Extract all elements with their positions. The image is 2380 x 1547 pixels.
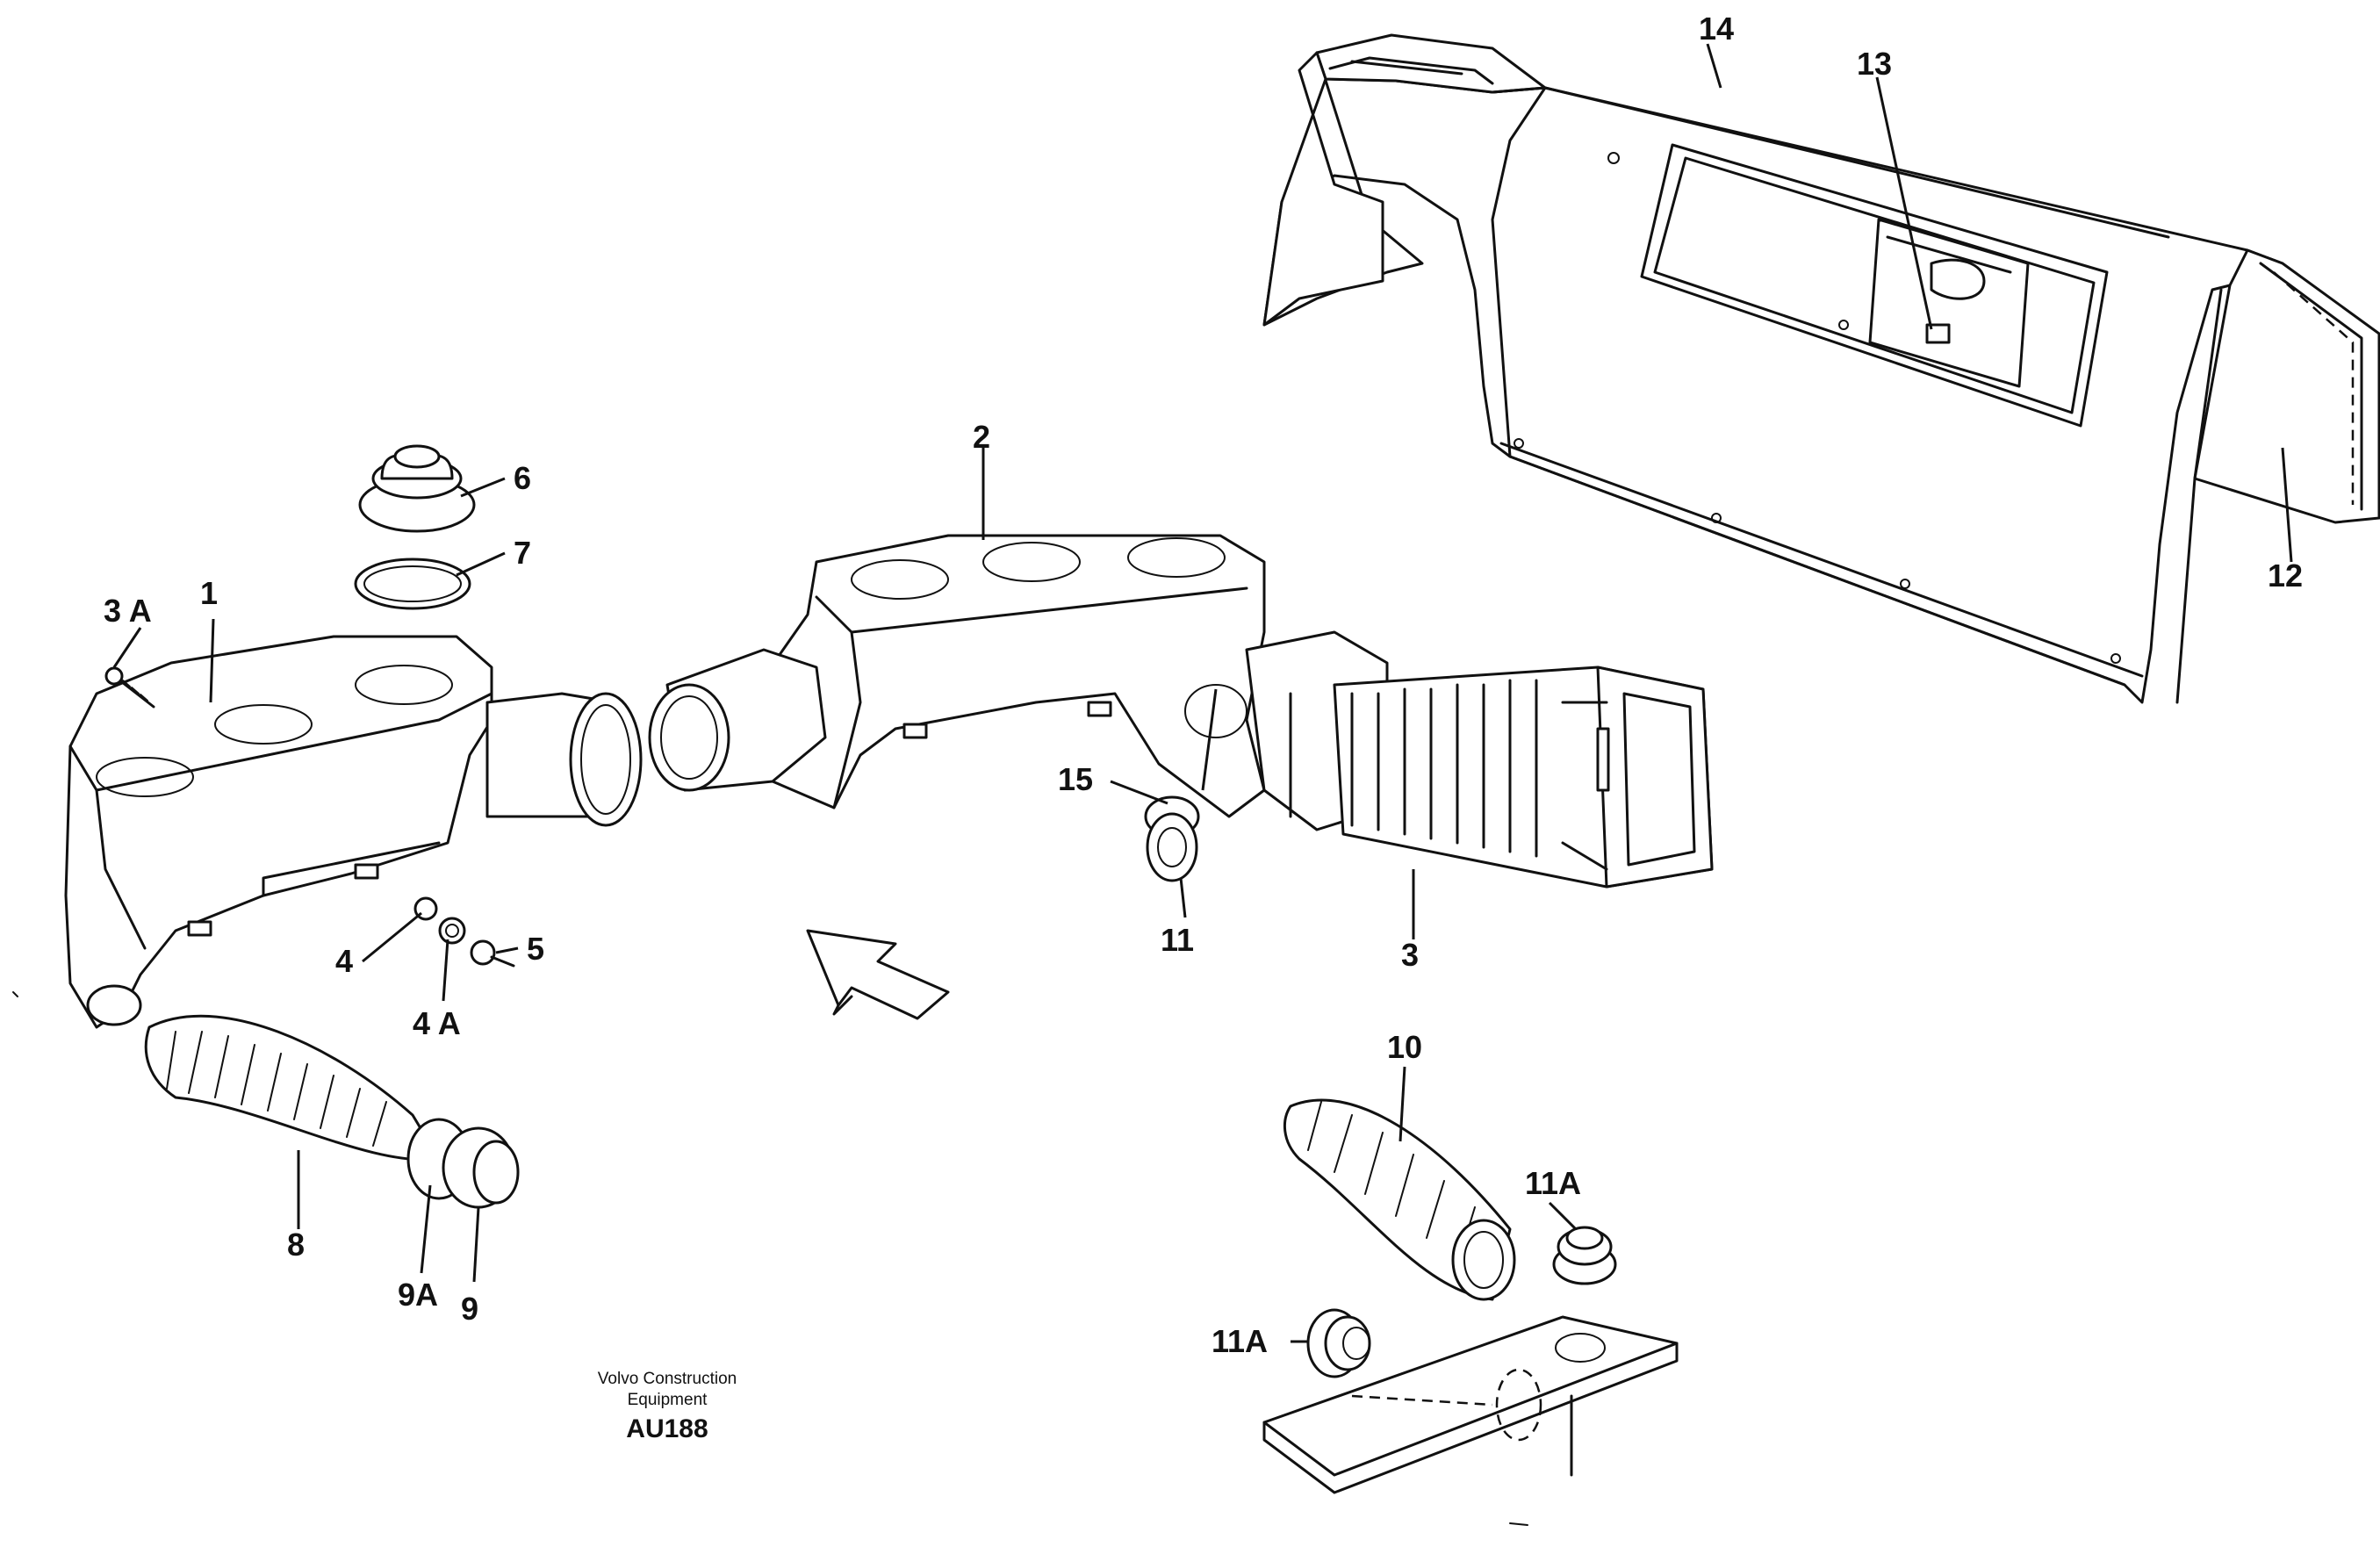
corrugated-hose [144, 1014, 520, 1209]
label-11a-left: 11A [1212, 1323, 1268, 1359]
dashboard-panel [1262, 33, 2380, 704]
label-12: 12 [2268, 558, 2303, 594]
direction-arrow [806, 929, 950, 1020]
air-duct-left [64, 635, 643, 1029]
label-9a: 9A [398, 1277, 438, 1313]
caption-block: Volvo Construction Equipment AU188 [598, 1370, 737, 1443]
caption-line-1: Volvo Construction [598, 1370, 737, 1388]
leader-lines [112, 43, 2293, 1343]
label-6: 6 [514, 460, 531, 496]
label-11: 11 [1161, 922, 1194, 958]
label-10: 10 [1387, 1029, 1422, 1065]
stray-mark [1509, 1522, 1528, 1526]
label-15: 15 [1058, 761, 1093, 797]
stray-mark [12, 991, 18, 997]
part-labels: 14 13 12 2 6 7 1 3 A 4 4 A 5 15 11 3 8 9… [104, 11, 2303, 1359]
label-3a: 3 A [104, 593, 152, 629]
air-nozzle-top [354, 444, 476, 610]
label-13: 13 [1857, 46, 1892, 82]
label-3: 3 [1401, 937, 1419, 973]
caption-code: AU188 [626, 1414, 708, 1443]
label-1: 1 [200, 575, 218, 611]
nozzle-grommet [1144, 795, 1200, 882]
label-11a-top: 11A [1525, 1165, 1581, 1201]
label-9: 9 [461, 1291, 478, 1327]
label-8: 8 [287, 1227, 305, 1263]
caption-line-2: Equipment [628, 1391, 708, 1409]
fasteners [104, 666, 515, 968]
hose-assembly-bottom [1262, 1098, 1679, 1494]
label-2: 2 [973, 419, 990, 455]
label-4: 4 [335, 943, 353, 979]
label-4a: 4 A [413, 1005, 461, 1041]
label-5: 5 [527, 931, 544, 967]
bellows [1333, 666, 1714, 889]
label-14: 14 [1699, 11, 1734, 47]
air-duct-middle [648, 534, 1389, 831]
label-7: 7 [514, 535, 531, 571]
